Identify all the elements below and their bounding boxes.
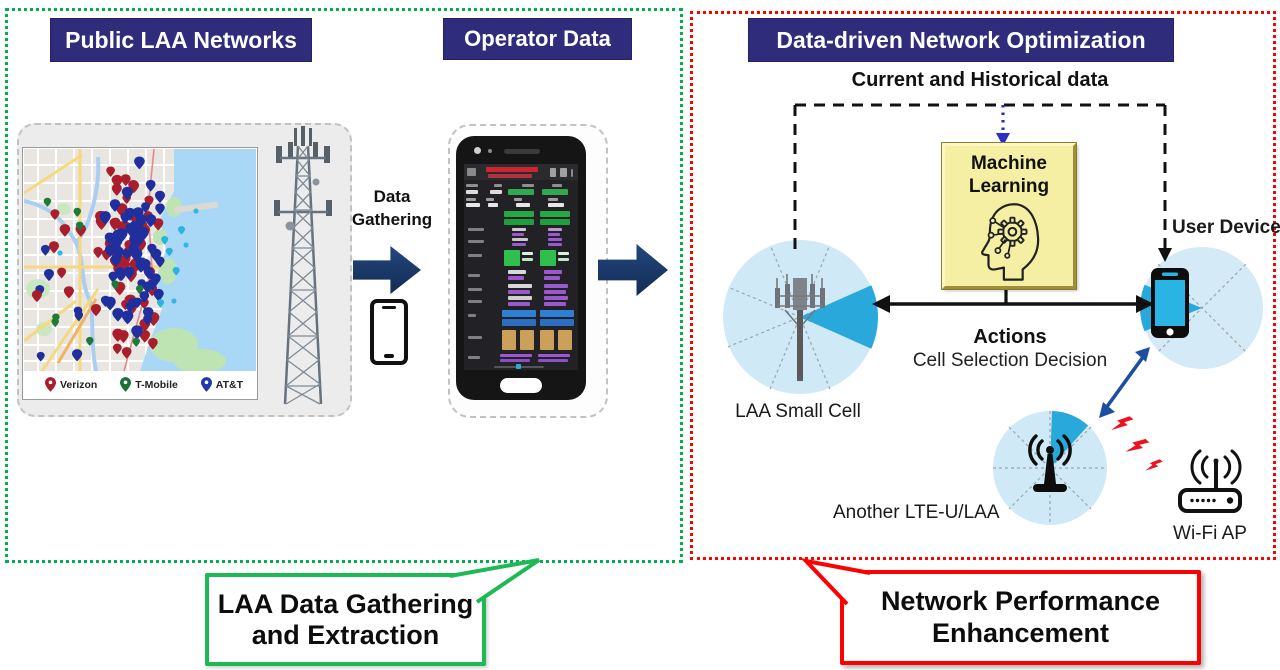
tmobile-pin-icon: [120, 377, 132, 392]
map-graphic: [24, 149, 256, 371]
map-poi-dots: [57, 208, 199, 304]
user-device-circle: [1140, 246, 1264, 370]
mobile-phone-icon: [370, 299, 408, 365]
laa-gathering-callout-line1: LAA Data Gathering: [217, 589, 474, 620]
laa-gathering-callout-line2: and Extraction: [251, 619, 440, 650]
public-laa-networks-title: Public LAA Networks: [65, 26, 297, 53]
legend-label-att: AT&T: [215, 378, 243, 391]
operator-smartphone: [456, 136, 586, 400]
laa-gathering-region-border: [5, 8, 683, 563]
laa-app-screenshot: [464, 164, 578, 370]
phone-speaker: [504, 149, 540, 154]
legend-label-tmobile: T-Mobile: [135, 378, 178, 391]
laa-small-cell-circle: [722, 239, 878, 395]
antenna-icon: [1028, 434, 1072, 492]
map-shore-parks: [150, 197, 226, 371]
data-gathering-label: Data Gathering: [351, 187, 433, 229]
public-laa-networks-header: Public LAA Networks: [50, 18, 312, 62]
legend-item-att: AT&T: [200, 377, 243, 392]
laa-beam-wedge: [800, 285, 878, 349]
wifi-ap-label: Wi-Fi AP: [1173, 523, 1247, 544]
phone-camera-dot2: [488, 149, 492, 153]
laa-gathering-callout: LAA Data Gathering and Extraction: [205, 573, 486, 666]
operator-data-header: Operator Data: [443, 18, 632, 60]
data-driven-header: Data-driven Network Optimization: [748, 18, 1174, 62]
map-legend: Verizon T-Mobile AT&T: [25, 372, 255, 397]
user-phone-icon: [1151, 268, 1189, 338]
current-historical-label: Current and Historical data: [851, 69, 1109, 91]
network-enhancement-callout-line2: Enhancement: [931, 617, 1110, 648]
cell-tower-image: [274, 126, 332, 405]
machine-learning-label: Machine Learning: [968, 153, 1050, 197]
network-optimization-region-border: [690, 11, 1276, 560]
legend-label-verizon: Verizon: [60, 378, 98, 391]
operator-data-title: Operator Data: [464, 26, 611, 51]
user-device-label: User Device: [1172, 217, 1280, 238]
small-cell-tower-icon: [775, 274, 825, 381]
phone-camera-dot: [474, 147, 481, 154]
machine-learning-box: Machine Learning: [941, 142, 1077, 290]
data-driven-title: Data-driven Network Optimization: [776, 26, 1146, 53]
cell-selection-label: Cell Selection Decision: [912, 350, 1108, 371]
phone-home-button: [500, 378, 542, 393]
another-lte-label: Another LTE-U/LAA: [833, 502, 1000, 523]
map-pins: [31, 156, 186, 362]
wifi-ap-icon: [1178, 449, 1242, 513]
network-enhancement-callout-line1: Network Performance: [880, 586, 1161, 617]
verizon-pin-icon: [45, 377, 56, 392]
att-pin-icon: [200, 377, 212, 392]
ml-head-gear-icon: [981, 202, 1040, 281]
another-lte-circle: [992, 410, 1108, 526]
coverage-map: Verizon T-Mobile AT&T: [22, 147, 258, 400]
laa-small-cell-label: LAA Small Cell: [735, 401, 861, 422]
map-pier: [174, 201, 219, 213]
actions-label: Actions: [973, 326, 1047, 348]
legend-item-verizon: Verizon: [45, 377, 97, 392]
network-enhancement-callout: Network Performance Enhancement: [840, 570, 1201, 665]
legend-item-tmobile: T-Mobile: [120, 377, 178, 392]
